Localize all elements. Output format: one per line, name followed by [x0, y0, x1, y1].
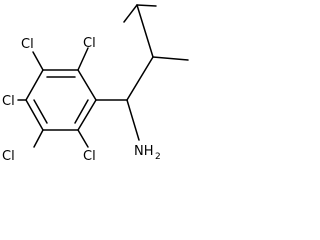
ring-bond-1 — [77, 69, 97, 101]
skeletal-formula: Cl Cl Cl Cl Cl NH 2 — [2, 4, 189, 164]
chlorine-label-top-right: Cl — [83, 36, 96, 51]
chlorine-label-mid-left: Cl — [2, 94, 15, 109]
ring-double-3 — [74, 99, 89, 124]
bond-ethyl-ch2 — [136, 4, 157, 7]
ring-bond-6 — [77, 99, 97, 131]
bond-cl-top-right — [77, 47, 89, 71]
bond-cl-top-left — [32, 51, 44, 71]
chlorine-label-bottom-left: Cl — [2, 149, 15, 164]
structure-canvas: Cl Cl Cl Cl Cl NH 2 — [0, 0, 196, 184]
chlorine-label-bottom-right: Cl — [83, 149, 96, 164]
bond-ch-cn — [126, 56, 154, 101]
chlorine-label-top-left: Cl — [21, 37, 34, 52]
amine-label: NH — [134, 144, 154, 159]
bond-ethyl-ch3 — [123, 4, 138, 23]
bond-ch2-ch — [136, 4, 154, 58]
ring-bond-4 — [25, 99, 44, 131]
bond-cl-bottom-right — [77, 129, 89, 148]
bond-c-n — [126, 99, 140, 141]
bond-cl-bottom-left — [33, 129, 44, 148]
ring-double-2 — [33, 99, 48, 124]
ring-bond-3 — [25, 69, 44, 101]
amine-subscript: 2 — [155, 152, 161, 162]
bond-methyl — [152, 56, 189, 61]
